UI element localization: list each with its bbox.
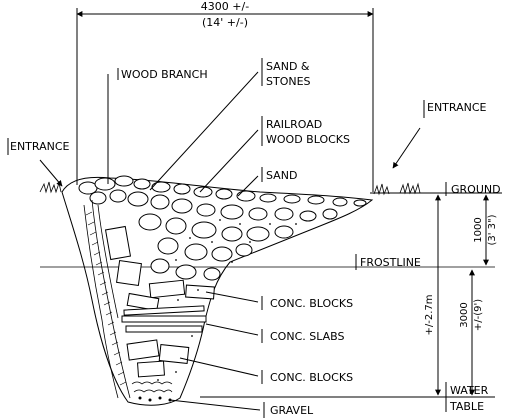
railroad-label-1: RAILROAD xyxy=(266,118,322,131)
entrance-right-callout: ENTRANCE xyxy=(392,100,487,169)
sand-callout: SAND xyxy=(237,167,297,197)
concrete-slabs xyxy=(121,305,207,333)
conc-blocks-upper-leader xyxy=(205,291,259,303)
concrete-blocks-lower xyxy=(126,339,190,378)
gravel-callout: GRAVEL xyxy=(169,399,314,418)
pit-cross-section xyxy=(61,175,374,406)
concrete-blocks-upper xyxy=(126,279,215,312)
railroad-callout: RAILROAD WOOD BLOCKS xyxy=(199,116,350,193)
gravel-leader xyxy=(169,399,261,411)
conc-slabs-leader xyxy=(205,323,259,336)
conc-blocks-lower-callout: CONC. BLOCKS xyxy=(179,357,353,384)
sand-label: SAND xyxy=(266,169,297,182)
width-sub-label: (14' +/-) xyxy=(202,16,248,29)
width-label: 4300 +/- xyxy=(201,0,249,13)
sand-stones-label-1: SAND & xyxy=(266,60,310,73)
entrance-right-arrow xyxy=(392,127,421,169)
entrance-right-label: ENTRANCE xyxy=(427,101,487,114)
wood-branch-label: WOOD BRANCH xyxy=(121,68,208,81)
conc-blocks-lower-leader xyxy=(179,357,259,377)
entrance-left-label: ENTRANCE xyxy=(10,140,70,153)
depth-table-sub-label: +/-(9') xyxy=(473,299,484,331)
wood-branch-callout: WOOD BRANCH xyxy=(107,68,208,184)
conc-blocks-upper-callout: CONC. BLOCKS xyxy=(205,291,353,310)
conc-slabs-callout: CONC. SLABS xyxy=(205,323,344,343)
sand-leader xyxy=(237,175,259,197)
depth-table-label: 3000 xyxy=(459,302,470,327)
entrance-left-arrow xyxy=(39,159,63,187)
frostline-callout: FROSTLINE xyxy=(355,254,421,270)
pit-outline xyxy=(61,176,374,406)
entrance-left-callout: ENTRANCE xyxy=(7,138,70,187)
sand-dots xyxy=(157,219,297,381)
sand-stones-leader xyxy=(149,71,259,191)
water-table-label-2: TABLE xyxy=(449,400,484,413)
sand-stones-callout: SAND & STONES xyxy=(149,58,311,191)
conc-blocks-upper-label: CONC. BLOCKS xyxy=(270,297,353,310)
conc-blocks-lower-label: CONC. BLOCKS xyxy=(270,371,353,384)
depth-ground-sub-label: (3' 3") xyxy=(487,214,498,245)
wood-branch-streak xyxy=(91,199,131,399)
conc-slabs-label: CONC. SLABS xyxy=(270,330,344,343)
gravel-layer xyxy=(131,381,173,402)
sand-stones-label-2: STONES xyxy=(266,75,311,88)
width-dimension: 4300 +/- (14' +/-) xyxy=(76,0,374,192)
railroad-label-2: WOOD BLOCKS xyxy=(266,133,350,146)
ground-label: GROUND xyxy=(451,183,501,196)
water-table-callout: WATER TABLE xyxy=(445,382,489,413)
ground-callout: GROUND xyxy=(445,182,501,196)
frostline-label: FROSTLINE xyxy=(360,256,421,269)
depth-ground-label: 1000 xyxy=(473,217,484,242)
water-table-label-1: WATER xyxy=(450,384,489,397)
gravel-label: GRAVEL xyxy=(270,404,314,417)
depth-total-label: +/-2.7m xyxy=(424,294,435,335)
depth-dimensions: 1000 (3' 3") 3000 +/-(9') +/-2.7m xyxy=(424,194,498,396)
railroad-leader xyxy=(199,129,259,193)
